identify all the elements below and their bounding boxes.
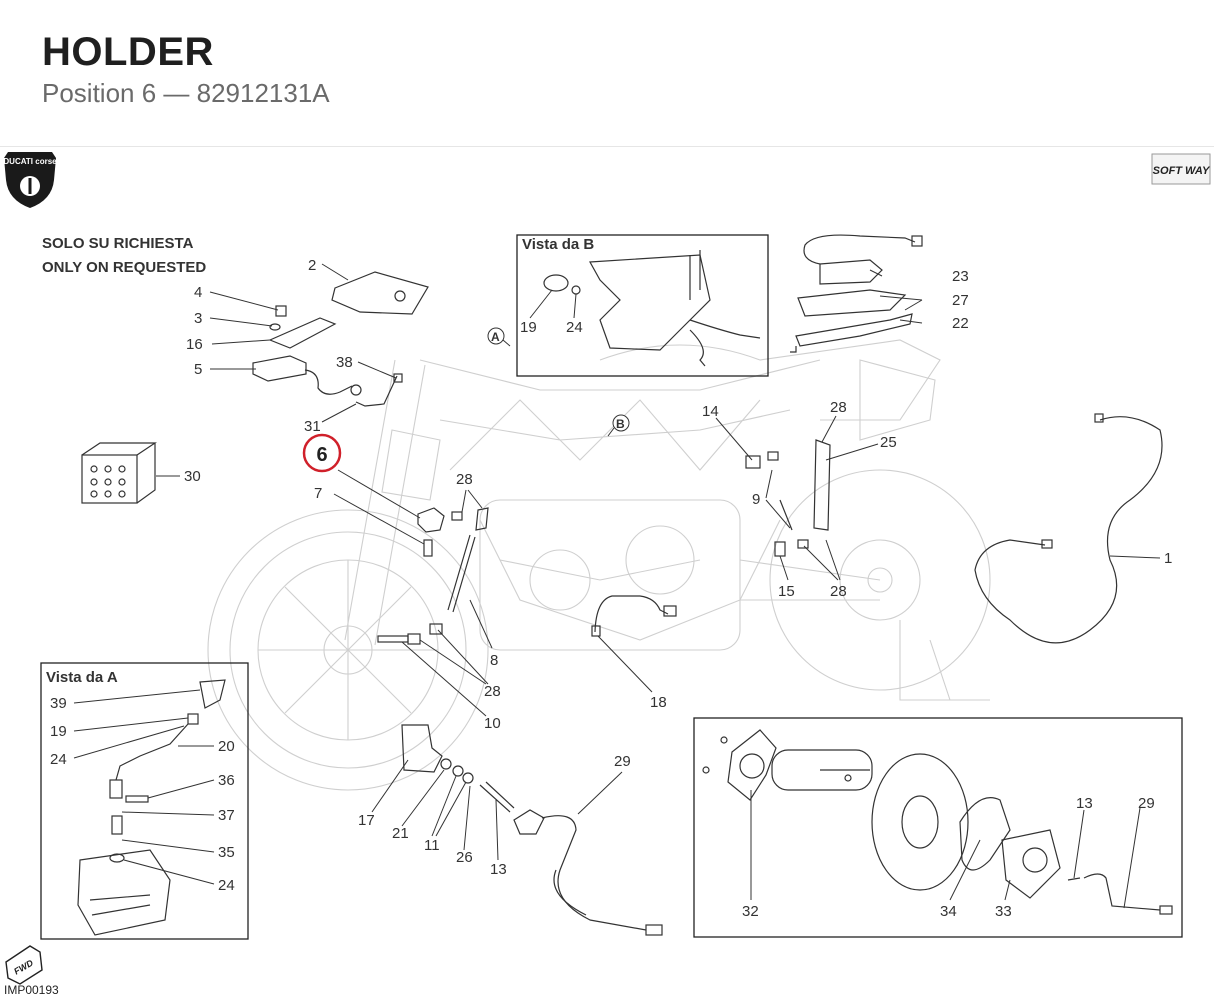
rear-callout-34: 34: [940, 903, 957, 920]
fwd-arrow-icon: FWD: [5, 945, 43, 985]
main-callout-leaders: [156, 263, 1161, 861]
callout-5: 5: [194, 361, 202, 378]
view-a-callout-39: 39: [50, 695, 67, 712]
view-a-callout-20: 20: [218, 738, 235, 755]
callout-23: 23: [952, 268, 969, 285]
header-divider: [0, 146, 1214, 147]
view-marker-a: A: [487, 327, 511, 347]
view-b-callouts: 19 24: [520, 289, 583, 336]
softway-logo: SOFT WAY: [1151, 153, 1211, 185]
view-a-frame: [40, 662, 249, 940]
view-a-callout-37: 37: [218, 807, 235, 824]
rear-callout-32: 32: [742, 903, 759, 920]
rear-detail-frame: [693, 717, 1183, 938]
rear-callout-33: 33: [995, 903, 1012, 920]
view-a-callout-19: 19: [50, 723, 67, 740]
motorcycle-ghost-outline: [207, 339, 991, 791]
view-a-callouts: 39 19 24 20 36 37 35 24: [50, 689, 235, 894]
callout-28-left: 28: [456, 471, 473, 488]
callout-4: 4: [194, 284, 202, 301]
callout-7: 7: [314, 485, 322, 502]
ducati-corse-logo: DUCATI corse: [3, 152, 57, 208]
view-marker-b: B: [607, 414, 630, 437]
callout-26: 26: [456, 849, 473, 866]
rear-callout-29: 29: [1138, 795, 1155, 812]
highlight-ring: [302, 433, 342, 473]
view-b-parts: [543, 250, 761, 367]
view-a-callout-24: 24: [50, 751, 67, 768]
request-note-en: ONLY ON REQUESTED: [42, 259, 207, 276]
softway-text: SOFT WAY: [1153, 165, 1211, 177]
holder-part-6: [417, 507, 489, 613]
callout-3: 3: [194, 310, 202, 327]
callout-1: 1: [1164, 550, 1172, 567]
view-a-callout-24-lower: 24: [218, 877, 235, 894]
callout-28-lower: 28: [484, 683, 501, 700]
callout-15: 15: [778, 583, 795, 600]
parts-top-right: [790, 234, 923, 353]
request-note: SOLO SU RICHIESTA ONLY ON REQUESTED: [42, 232, 206, 280]
callout-21: 21: [392, 825, 409, 842]
request-note-it: SOLO SU RICHIESTA: [42, 235, 194, 252]
callout-25: 25: [880, 434, 897, 451]
main-callouts: 2 4 3 16 5 38 31 7 30 28 8 28 10 18 23 2…: [184, 257, 1172, 878]
page-header: HOLDER Position 6 — 82912131A: [42, 28, 330, 110]
callout-29: 29: [614, 753, 631, 770]
callout-11: 11: [424, 837, 440, 854]
view-marker-a-label: A: [491, 330, 500, 344]
parts-center: [377, 439, 831, 645]
callout-10: 10: [484, 715, 501, 732]
page-subtitle: Position 6 — 82912131A: [42, 78, 330, 108]
wiring-harness-1: [974, 413, 1163, 644]
callout-28-right: 28: [830, 583, 847, 600]
rear-detail-parts: [702, 729, 1173, 915]
callout-9: 9: [752, 491, 760, 508]
highlight-number: 6: [316, 444, 327, 466]
callout-17: 17: [358, 812, 375, 829]
view-b-callout-19: 19: [520, 319, 537, 336]
callout-27: 27: [952, 292, 969, 309]
callout-8: 8: [490, 652, 498, 669]
callout-13: 13: [490, 861, 507, 878]
callout-38: 38: [336, 354, 353, 371]
callout-28-top-right: 28: [830, 399, 847, 416]
callout-31: 31: [304, 418, 321, 435]
callout-14: 14: [702, 403, 719, 420]
callout-30: 30: [184, 468, 201, 485]
view-a-callout-35: 35: [218, 844, 235, 861]
view-a-callout-36: 36: [218, 772, 235, 789]
page-title: HOLDER: [42, 30, 214, 74]
view-marker-b-label: B: [616, 417, 625, 431]
callout-18: 18: [650, 694, 667, 711]
rear-callout-13: 13: [1076, 795, 1093, 812]
parts-top-left: [81, 271, 429, 504]
callout-16: 16: [186, 336, 203, 353]
parts-bottom-center: [401, 724, 663, 936]
callout-22: 22: [952, 315, 969, 332]
view-b-frame: [516, 234, 769, 377]
callout-2: 2: [308, 257, 316, 274]
view-a-parts: [77, 679, 226, 936]
view-b-title: Vista da B: [522, 236, 594, 253]
rear-detail-callouts: 32 34 33 13 29: [742, 790, 1155, 920]
view-b-callout-24: 24: [566, 319, 583, 336]
view-a-title: Vista da A: [46, 669, 118, 686]
highlight-position-6[interactable]: 6: [302, 433, 342, 473]
logo-text: DUCATI corse: [3, 157, 57, 166]
image-code: IMP00193: [4, 983, 59, 997]
